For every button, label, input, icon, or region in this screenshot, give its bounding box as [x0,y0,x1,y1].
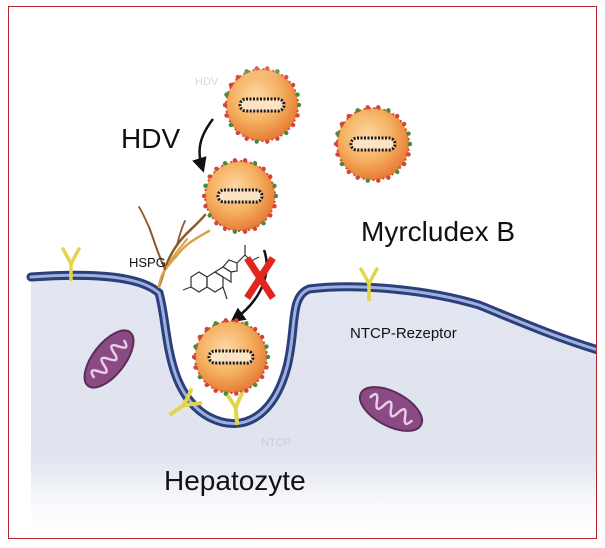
ntcp-receptor-label: NTCP-Rezeptor [350,325,457,342]
hdv-virion-icon [222,66,302,144]
myrcludex-label: Myrcludex B [361,216,516,247]
hdv-virion-icon [191,318,271,396]
entry-diagram [9,7,596,538]
hdv-virion-icon [201,158,279,234]
arrow-icon [192,118,214,173]
ntcp-receptor-icon [61,247,81,281]
figure-frame: HDV HDV Myrcludex B HSPG NTCP-Rezeptor N… [8,6,597,539]
ntcp-receptor-icon [224,390,245,426]
hdv-virion-icon [333,105,413,183]
hspg-label: HSPG [129,255,166,270]
ntcp-ghost-label: NTCP [261,437,291,449]
hepatocyte-label: Hepatozyte [164,465,306,496]
hdv-ghost-label: HDV [195,76,219,88]
ntcp-receptor-icon [359,267,379,301]
hdv-label: HDV [121,123,181,154]
ntcp-receptor-icon [168,388,203,417]
block-x-icon [244,256,276,300]
mitochondrion-left [83,329,135,389]
hspg-icon [138,206,211,289]
mitochondrion-right [358,386,424,432]
